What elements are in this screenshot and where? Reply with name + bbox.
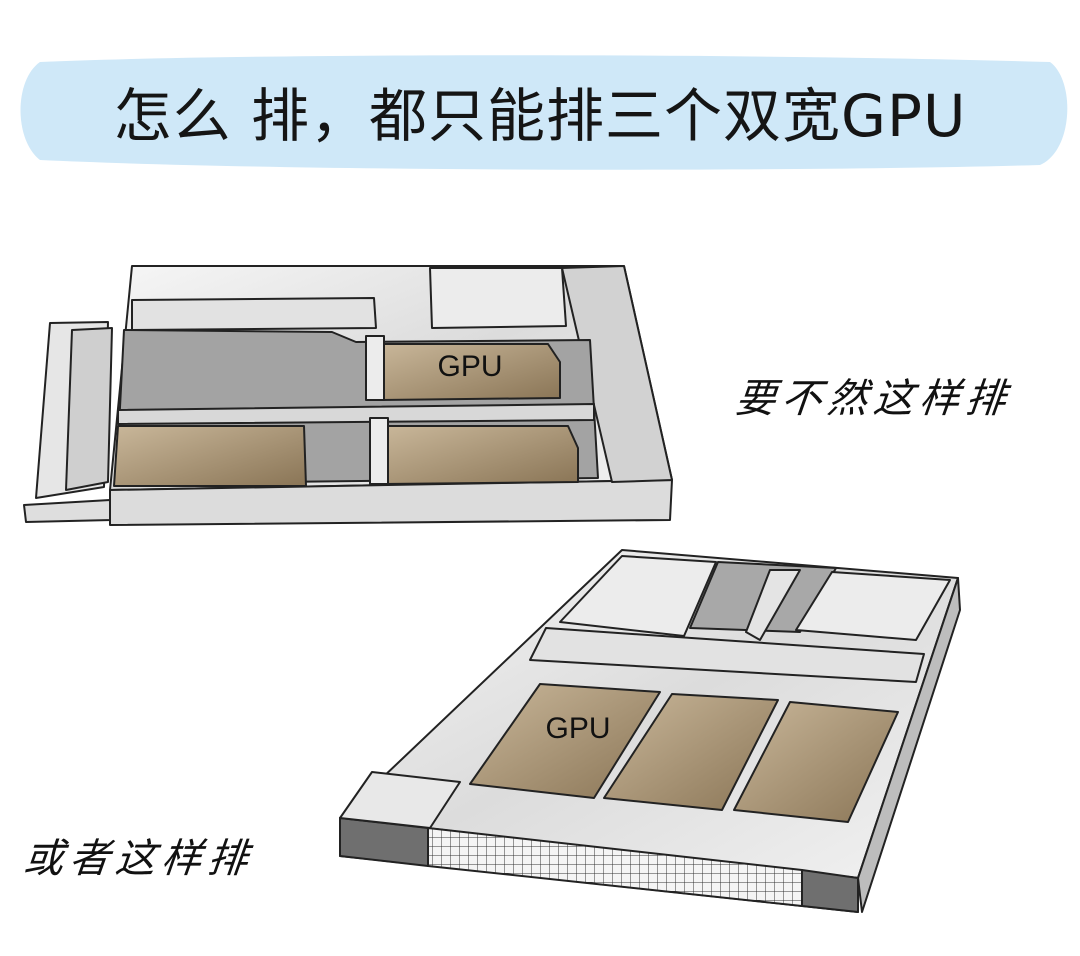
bottom-server-diagram xyxy=(339,549,961,913)
top-chassis-diagram xyxy=(23,265,673,526)
gpu-bottom-right-bracket xyxy=(369,417,389,485)
gpu-bay-3 xyxy=(733,701,899,823)
left-rail-inner xyxy=(65,327,113,491)
right-wall xyxy=(561,265,673,483)
rear-bay-left xyxy=(559,555,717,637)
divider-rail xyxy=(117,403,595,425)
gpu-bay-1 xyxy=(469,683,661,799)
title-banner xyxy=(20,55,1068,170)
top-gpu-label: GPU xyxy=(437,350,502,383)
rear-shelf xyxy=(131,297,377,331)
front-left-block xyxy=(339,771,461,829)
gpu-bottom-right xyxy=(383,425,579,485)
bottom-caption: 或者这样排 xyxy=(21,836,256,882)
front-mesh-grille xyxy=(427,827,803,907)
rear-riser xyxy=(745,569,801,641)
gpu-bay-2 xyxy=(603,693,779,811)
front-right-cap xyxy=(801,869,859,913)
mid-strip xyxy=(529,627,925,683)
server-right xyxy=(857,577,961,913)
rear-bay-right xyxy=(795,571,951,641)
gpu-top-bracket xyxy=(365,335,385,401)
bottom-gpu-label: GPU xyxy=(545,712,610,745)
rear-block xyxy=(429,267,567,329)
page-title: 怎么 排，都只能排三个双宽GPU xyxy=(113,82,967,150)
top-caption: 要不然这样排 xyxy=(733,376,1014,422)
left-foot xyxy=(23,499,113,523)
gpu-bottom-left xyxy=(113,425,307,487)
